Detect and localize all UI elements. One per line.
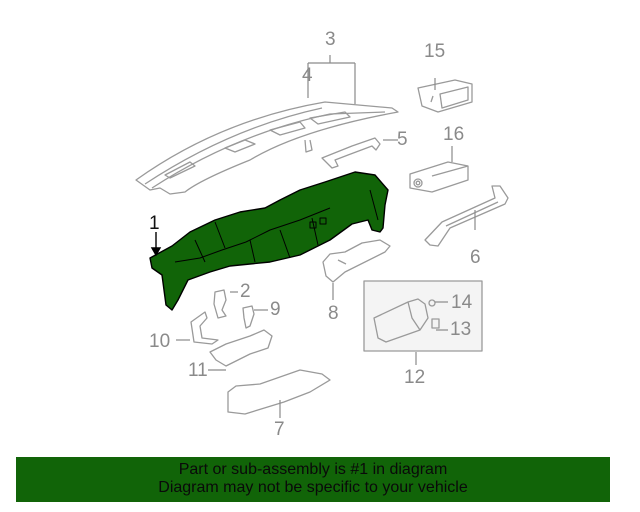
part-11-panel	[209, 329, 273, 367]
part-9-bracket	[242, 305, 255, 329]
part-6-trim	[424, 185, 509, 247]
callout-13[interactable]: 13	[450, 319, 472, 340]
callout-11[interactable]: 11	[188, 360, 208, 381]
part-12-glovebox	[373, 298, 440, 343]
callout-12[interactable]: 12	[404, 367, 426, 388]
diagram-drawing	[135, 55, 509, 418]
part-5-bracket	[321, 137, 381, 169]
callout-10[interactable]: 10	[149, 331, 171, 352]
banner-line-disclaimer: Diagram may not be specific to your vehi…	[158, 479, 468, 496]
callout-4[interactable]: 4	[302, 65, 313, 86]
banner-line-part: Part or sub-assembly is #1 in diagram	[178, 461, 448, 478]
part-2-bracket	[213, 289, 227, 319]
callout-2[interactable]: 2	[240, 281, 251, 302]
part-10-bracket	[190, 311, 219, 345]
part-16-module	[409, 161, 469, 193]
callout-7[interactable]: 7	[274, 419, 285, 440]
part-3-dash-pad	[135, 101, 399, 195]
part-8-panel	[322, 239, 391, 283]
callout-15[interactable]: 15	[424, 41, 446, 62]
callout-6[interactable]: 6	[470, 247, 481, 268]
callout-9[interactable]: 9	[270, 299, 281, 320]
part-1-instrument-panel-carrier	[149, 171, 389, 311]
part-15-vent	[417, 79, 473, 113]
callout-16[interactable]: 16	[443, 124, 465, 145]
callout-14[interactable]: 14	[451, 292, 473, 313]
callout-3[interactable]: 3	[325, 29, 336, 50]
info-banner: Part or sub-assembly is #1 in diagram Di…	[16, 457, 610, 502]
callout-5[interactable]: 5	[397, 129, 408, 150]
callout-1[interactable]: 1	[149, 213, 160, 234]
parts-diagram: 1 2 3 4 5 6 7 8 9 10 11 12 13 14 15 16	[135, 29, 509, 440]
part-7-panel	[227, 369, 331, 415]
part-12-group-box	[363, 280, 483, 352]
callout-8[interactable]: 8	[328, 303, 339, 324]
